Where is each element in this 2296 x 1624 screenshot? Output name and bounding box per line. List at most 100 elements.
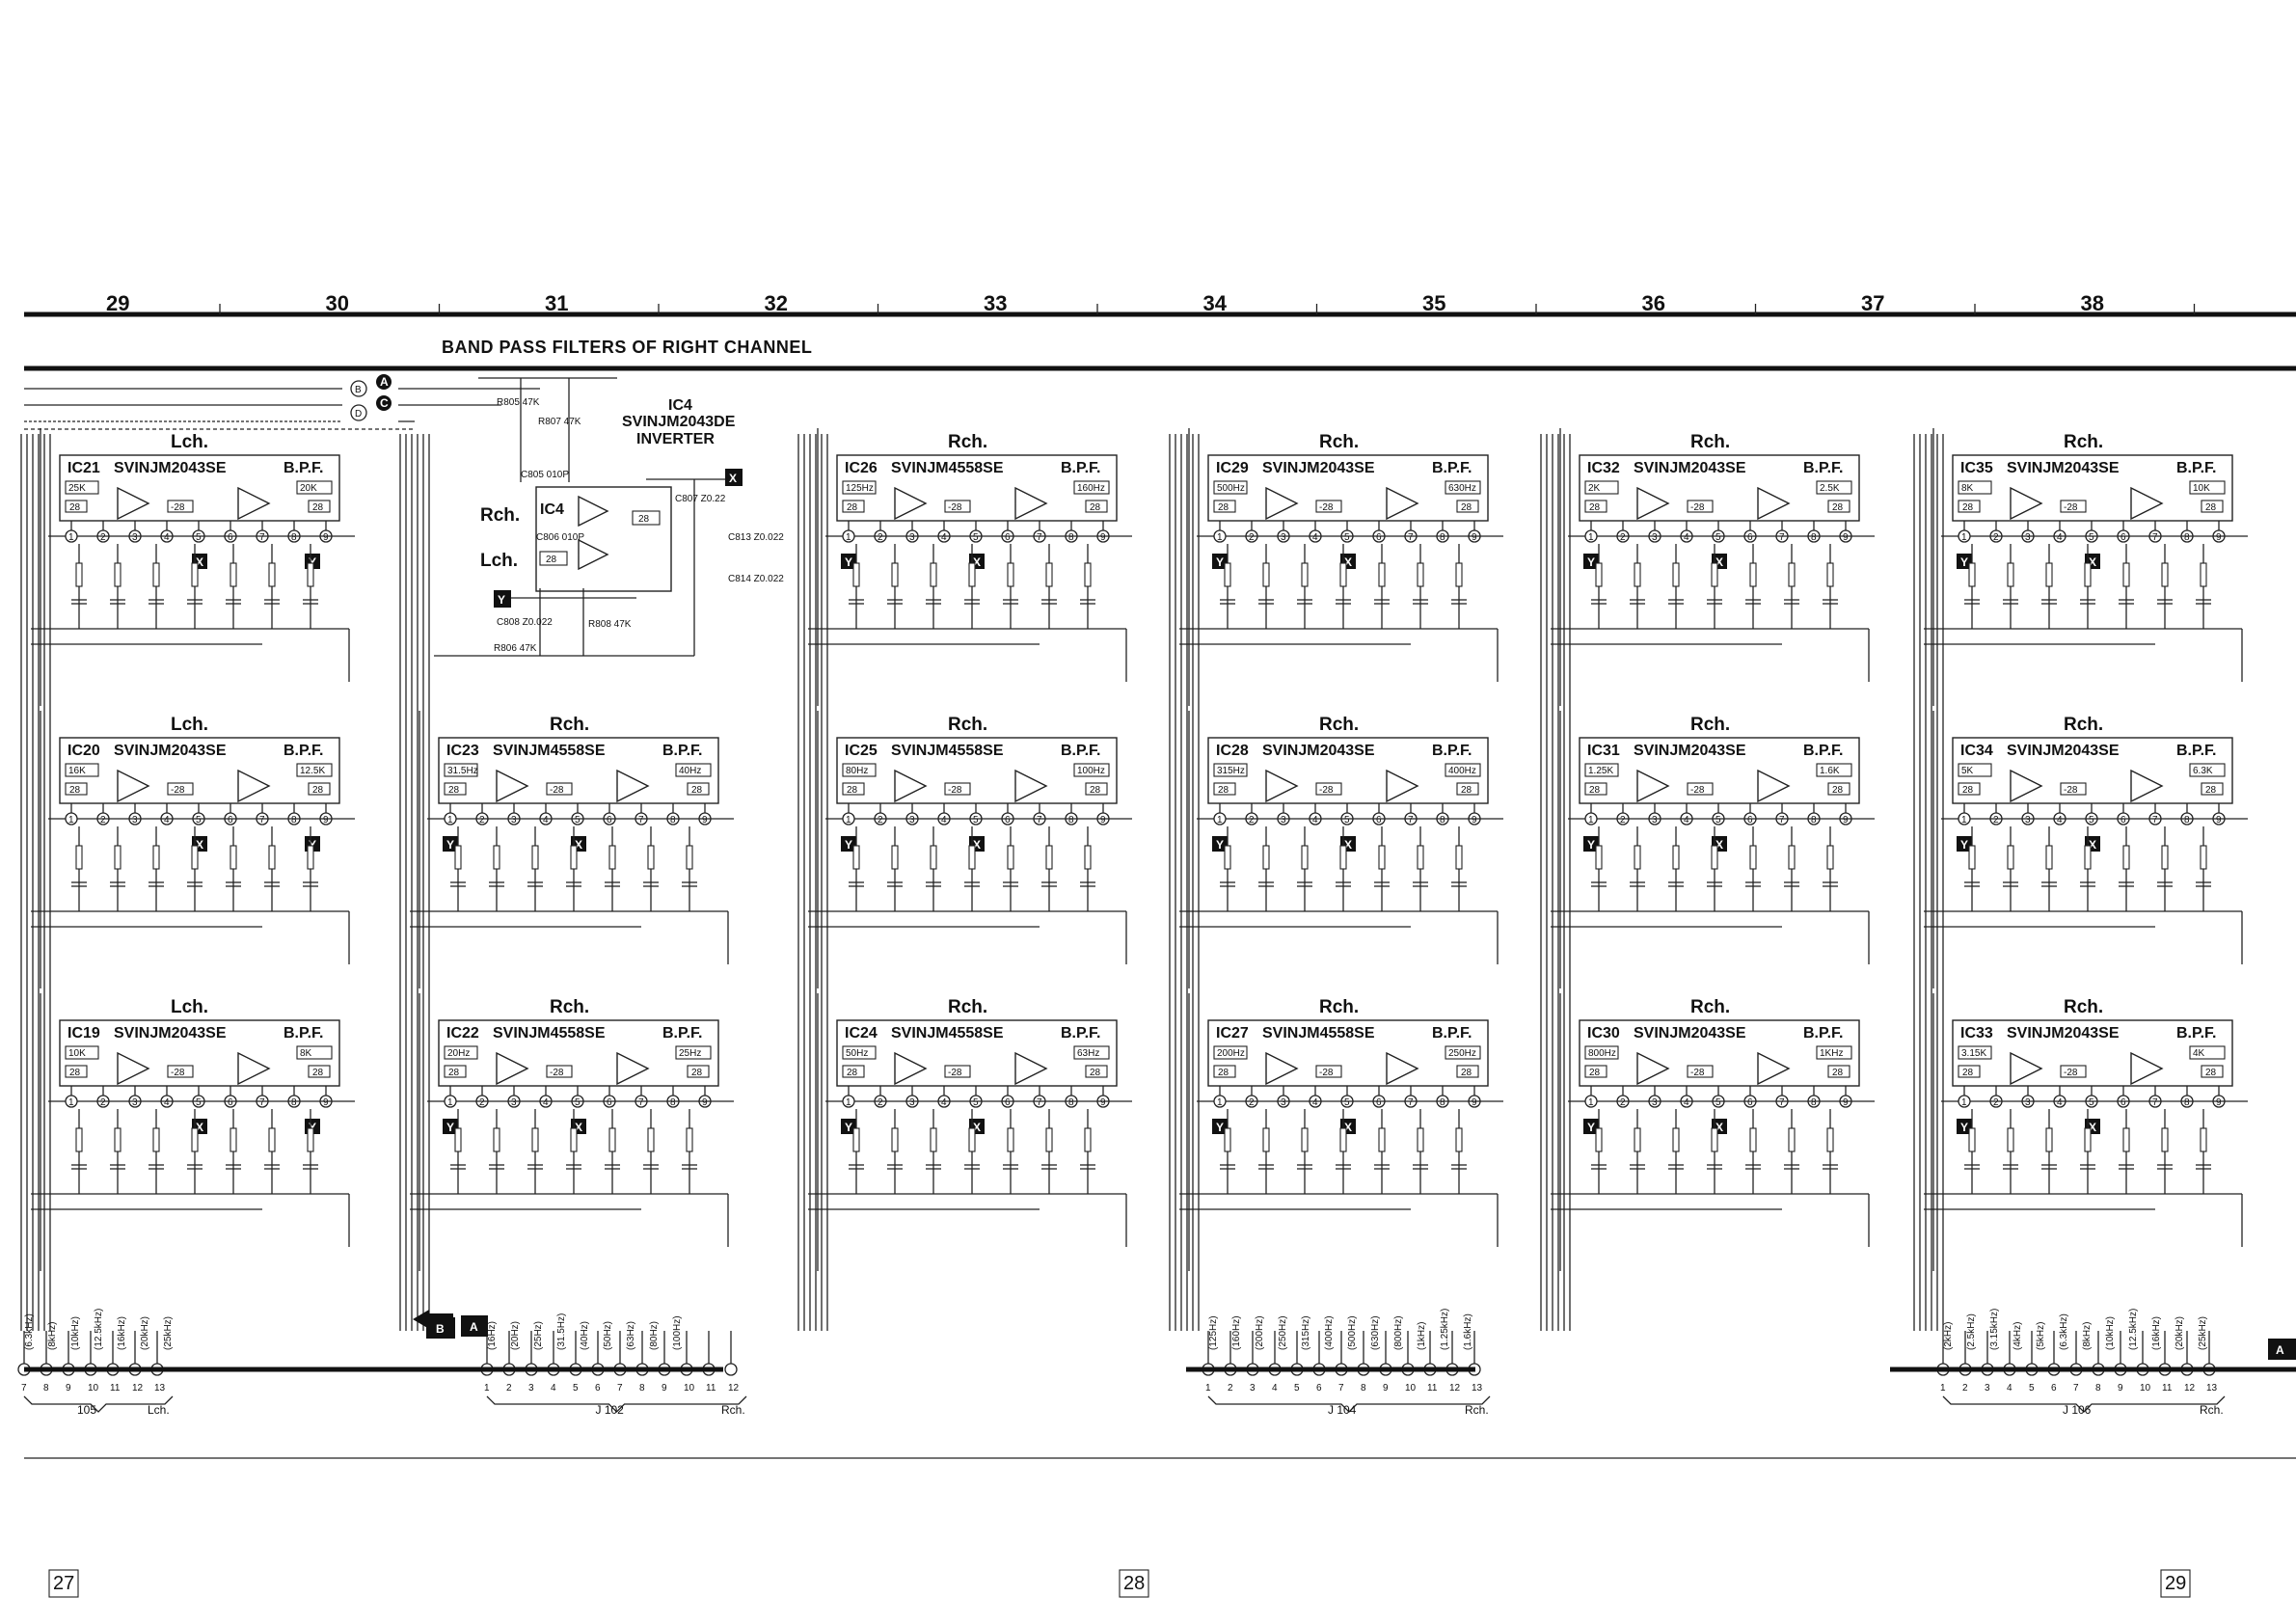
pin-number: 9 [323, 532, 329, 543]
y-marker [443, 836, 458, 852]
band-frequency: (200Hz) [1255, 1315, 1265, 1350]
pin-number: 1 [1217, 1097, 1223, 1108]
svg-text:X: X [2089, 1121, 2096, 1134]
component-label: R805 47K [497, 397, 540, 408]
gain-label: 28 [69, 785, 81, 796]
band-frequency: (6.3kHz) [2059, 1313, 2069, 1350]
y-marker [1583, 554, 1599, 569]
bus-label-d: D [350, 404, 367, 421]
pin-number: 6 [228, 815, 233, 826]
band-frequency: (12.5kHz) [94, 1309, 104, 1350]
pin-number: 4 [1312, 815, 1318, 826]
pin-number: 4 [543, 815, 549, 826]
pin-number: 1 [1205, 1383, 1211, 1394]
channel-label: Lch. [171, 432, 208, 452]
zone-number: 34 [1203, 291, 1228, 315]
pin-number: 3 [2025, 815, 2031, 826]
pin-number: 7 [1338, 1383, 1344, 1394]
svg-text:Y: Y [309, 838, 316, 852]
zone-number: 33 [984, 291, 1007, 315]
page-number: 29 [2165, 1573, 2186, 1594]
gain-label: 28 [312, 785, 324, 796]
pin-number: 9 [2216, 532, 2222, 543]
band-frequency: (100Hz) [672, 1315, 683, 1350]
band-frequency: (25kHz) [163, 1316, 174, 1350]
ic-id: IC33 [1960, 1025, 1993, 1042]
filter-type: B.P.F. [2176, 743, 2217, 759]
band-frequency: (160Hz) [1231, 1315, 1242, 1350]
pin-number: 4 [551, 1383, 556, 1394]
pin-number: 4 [2057, 532, 2063, 543]
pin-number: 2 [1620, 815, 1626, 826]
pin-number: 4 [1312, 1097, 1318, 1108]
pin-number: 2 [1249, 815, 1255, 826]
pin-number: 7 [1408, 532, 1414, 543]
pin-number: 3 [132, 815, 138, 826]
pin-number: 2 [100, 1097, 106, 1108]
pin-number: 10 [1405, 1383, 1417, 1394]
channel-label: Rch. [1690, 997, 1730, 1017]
svg-text:D: D [355, 409, 362, 420]
channel-label: Rch. [1319, 432, 1359, 452]
pin-number: 12 [132, 1383, 144, 1394]
gain-label: 28 [1589, 502, 1601, 513]
pin-number: 6 [228, 532, 233, 543]
pin-number: 1 [846, 532, 851, 543]
gain-label: 28 [1832, 785, 1844, 796]
pin-number: 13 [154, 1383, 166, 1394]
pin-number: 9 [1100, 1097, 1106, 1108]
zone-number: 32 [765, 291, 788, 315]
gain-label: 28 [847, 1068, 858, 1078]
band-frequency: (50Hz) [603, 1321, 613, 1350]
band-frequency: (80Hz) [649, 1321, 660, 1350]
gain-label: 28 [312, 502, 324, 513]
pin-number: 8 [1068, 815, 1074, 826]
freq-label-high: 8K [300, 1048, 312, 1059]
pin-number: 1 [1588, 815, 1594, 826]
pin-number: 2 [100, 532, 106, 543]
bus-label-b-arrow [426, 1317, 455, 1339]
filter-type: B.P.F. [1432, 1025, 1472, 1042]
band-frequency: (8kHz) [47, 1322, 58, 1350]
pin-number: 5 [1344, 815, 1350, 826]
pin-number: 2 [1993, 532, 1999, 543]
x-marker [725, 469, 743, 486]
svg-text:28: 28 [546, 555, 557, 565]
gain-label: -28 [171, 502, 185, 513]
pin-number: 1 [447, 1097, 453, 1108]
pin-number: 12 [1449, 1383, 1461, 1394]
pin-number: 1 [846, 815, 851, 826]
ic-id: IC19 [68, 1025, 100, 1042]
svg-text:X: X [196, 1121, 203, 1134]
pin-number: 2 [506, 1383, 512, 1394]
pin-number: 9 [1100, 532, 1106, 543]
pin-number: 8 [1440, 815, 1445, 826]
pin-number: 7 [2073, 1383, 2079, 1394]
gain-label: -28 [2064, 502, 2078, 513]
pin-number: 9 [2216, 815, 2222, 826]
band-frequency: (800Hz) [1393, 1315, 1404, 1350]
channel-label: Rch. [1690, 432, 1730, 452]
pin-number: 6 [595, 1383, 601, 1394]
band-frequency: (2.5kHz) [1966, 1313, 1977, 1350]
freq-label-low: 500Hz [1217, 483, 1245, 494]
gain-label: 28 [1461, 785, 1472, 796]
pin-number: 8 [639, 1383, 645, 1394]
pin-number: 4 [1684, 1097, 1689, 1108]
ic-id: IC34 [1960, 743, 1993, 759]
gain-label: 28 [691, 785, 703, 796]
pin-number: 1 [1217, 815, 1223, 826]
pin-number: 1 [68, 532, 74, 543]
pin-number: 8 [2095, 1383, 2101, 1394]
pin-number: 1 [68, 815, 74, 826]
pin-number: 1 [1940, 1383, 1946, 1394]
gain-label: 28 [448, 1068, 460, 1078]
component-label: C805 010P [521, 470, 569, 480]
pin-number: 5 [573, 1383, 579, 1394]
ic-id: IC22 [446, 1025, 479, 1042]
